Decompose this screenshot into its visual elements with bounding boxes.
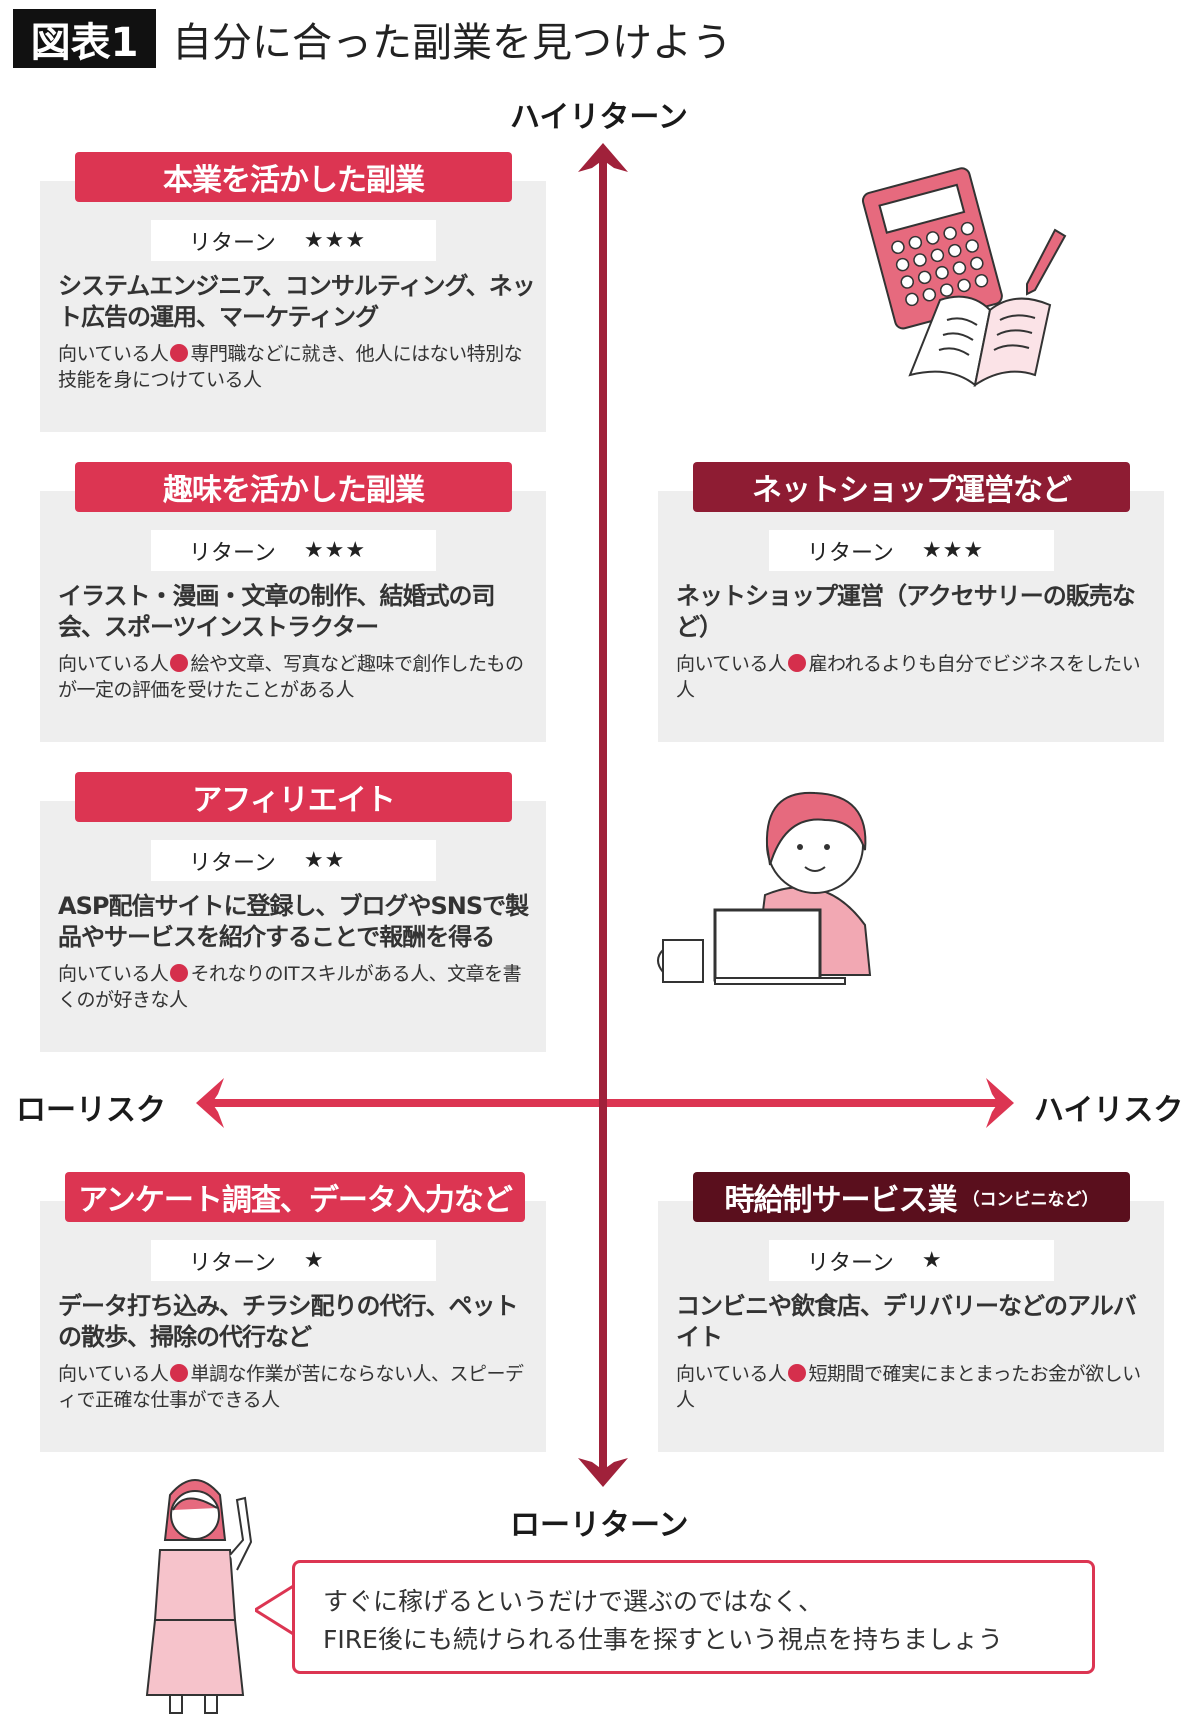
suited-for: 向いている人絵や文章、写真など趣味で創作したものが一定の評価を受けたことがある人: [58, 651, 536, 703]
card-description: ネットショップ運営（アクセサリーの販売など）: [676, 582, 1136, 641]
suited-for: 向いている人専門職などに就き、他人にはない特別な技能を身につけている人: [58, 341, 536, 393]
card-title: アフィリエイト: [75, 772, 512, 822]
return-label: リターン: [807, 1250, 894, 1276]
suited-for: 向いている人雇われるよりも自分でビジネスをしたい人: [676, 651, 1154, 703]
card-description: システムエンジニア、コンサルティング、ネット広告の運用、マーケティング: [58, 272, 536, 331]
star-rating: ★: [303, 1248, 325, 1273]
bullet-dot-icon: [788, 654, 807, 672]
bullet-dot-icon: [170, 1364, 189, 1382]
return-rating: リターン ★★: [151, 840, 436, 881]
return-rating: リターン ★★★: [769, 530, 1054, 571]
suit-label: 向いている人: [58, 963, 169, 985]
star-rating: ★: [921, 1248, 943, 1273]
suit-text: 短期間で確実にまとまったお金が欲しい人: [676, 1363, 1141, 1411]
suit-text: 専門職などに就き、他人にはない特別な技能を身につけている人: [58, 343, 523, 391]
suit-label: 向いている人: [676, 653, 787, 675]
bullet-dot-icon: [170, 964, 189, 982]
card-affiliate: アフィリエイト リターン ★★ ASP配信サイトに登録し、ブログやSNSで製品やサ…: [40, 772, 546, 1052]
return-label: リターン: [189, 1250, 276, 1276]
return-rating: リターン ★★★: [151, 220, 436, 261]
card-hourly-service: 時給制サービス業（コンビニなど） リターン ★ コンビニや飲食店、デリバリーなどの…: [658, 1172, 1164, 1452]
return-rating: リターン ★★★: [151, 530, 436, 571]
card-title-note: （コンビニなど）: [962, 1189, 1099, 1210]
suit-text: 単調な作業が苦にならない人、スピーディで正確な仕事ができる人: [58, 1363, 524, 1411]
return-label: リターン: [807, 540, 894, 566]
person-with-laptop-illustration: [657, 791, 872, 985]
card-title: ネットショップ運営など: [693, 462, 1130, 512]
card-title: 趣味を活かした副業: [75, 462, 512, 512]
star-rating: ★★: [303, 848, 346, 873]
axis-label-high-return: ハイリターン: [510, 100, 688, 135]
card-description: コンビニや飲食店、デリバリーなどのアルバイト: [676, 1292, 1137, 1351]
card-main-job-skills: 本業を活かした副業 リターン ★★★ システムエンジニア、コンサルティング、ネット…: [40, 152, 546, 432]
star-rating: ★★★: [303, 538, 367, 563]
card-description: イラスト・漫画・文章の制作、結婚式の司会、スポーツインストラクター: [58, 582, 496, 641]
card-title-text: 時給制サービス業: [724, 1183, 958, 1218]
suit-label: 向いている人: [676, 1363, 787, 1385]
return-rating: リターン ★: [769, 1240, 1054, 1281]
suit-text: 絵や文章、写真など趣味で創作したものが一定の評価を受けたことがある人: [58, 653, 524, 701]
card-title: 時給制サービス業（コンビニなど）: [693, 1172, 1130, 1222]
card-title: アンケート調査、データ入力など: [65, 1172, 525, 1222]
return-label: リターン: [189, 850, 276, 876]
return-label: リターン: [189, 540, 276, 566]
card-title: 本業を活かした副業: [75, 152, 512, 202]
card-description: データ打ち込み、チラシ配りの代行、ペットの散歩、掃除の代行など: [58, 1292, 519, 1351]
suited-for: 向いている人短期間で確実にまとまったお金が欲しい人: [676, 1361, 1154, 1413]
woman-pointing-illustration: [145, 1479, 253, 1714]
suit-text: それなりのITスキルがある人、文章を書くのが好きな人: [58, 963, 522, 1011]
speech-bubble: すぐに稼げるというだけで選ぶのではなく、 FIRE後にも続けられる仕事を探すとい…: [292, 1560, 1095, 1674]
bullet-dot-icon: [170, 344, 189, 362]
star-rating: ★★★: [303, 228, 367, 253]
speech-line-1: すぐに稼げるというだけで選ぶのではなく、: [323, 1587, 824, 1616]
calculator-icon: [861, 167, 1003, 330]
suited-for: 向いている人それなりのITスキルがある人、文章を書くのが好きな人: [58, 961, 536, 1013]
bullet-dot-icon: [170, 654, 189, 672]
card-survey-data-entry: アンケート調査、データ入力など リターン ★ データ打ち込み、チラシ配りの代行、ペ…: [40, 1172, 546, 1452]
suit-text: 雇われるよりも自分でビジネスをしたい人: [676, 653, 1141, 701]
return-rating: リターン ★: [151, 1240, 436, 1281]
star-rating: ★★★: [921, 538, 985, 563]
axis-label-high-risk: ハイリスク: [1034, 1093, 1184, 1128]
suit-label: 向いている人: [58, 653, 169, 675]
axis-label-low-risk: ローリスク: [16, 1093, 166, 1128]
axis-label-low-return: ローリターン: [510, 1508, 689, 1543]
suit-label: 向いている人: [58, 1363, 169, 1385]
card-description: ASP配信サイトに登録し、ブログやSNSで製品やサービスを紹介することで報酬を得…: [58, 892, 529, 951]
open-book-icon: [908, 295, 1052, 388]
suited-for: 向いている人単調な作業が苦にならない人、スピーディで正確な仕事ができる人: [58, 1361, 536, 1413]
vertical-arrow: [578, 143, 628, 1487]
suit-label: 向いている人: [58, 343, 169, 365]
figure-title: 自分に合った副業を見つけよう: [172, 19, 732, 66]
pencil-icon: [1026, 228, 1067, 296]
mug-icon: [662, 939, 704, 983]
laptop-icon: [713, 908, 822, 982]
speech-line-2: FIRE後にも続けられる仕事を探すという視点を持ちましょう: [323, 1625, 1003, 1654]
bullet-dot-icon: [788, 1364, 807, 1382]
card-hobby: 趣味を活かした副業 リターン ★★★ イラスト・漫画・文章の制作、結婚式の司会、ス…: [40, 462, 546, 742]
card-net-shop: ネットショップ運営など リターン ★★★ ネットショップ運営（アクセサリーの販売な…: [658, 462, 1164, 742]
calculator-book-illustration: [861, 167, 1067, 388]
figure-label: 図表1: [13, 9, 156, 68]
return-label: リターン: [189, 230, 276, 256]
